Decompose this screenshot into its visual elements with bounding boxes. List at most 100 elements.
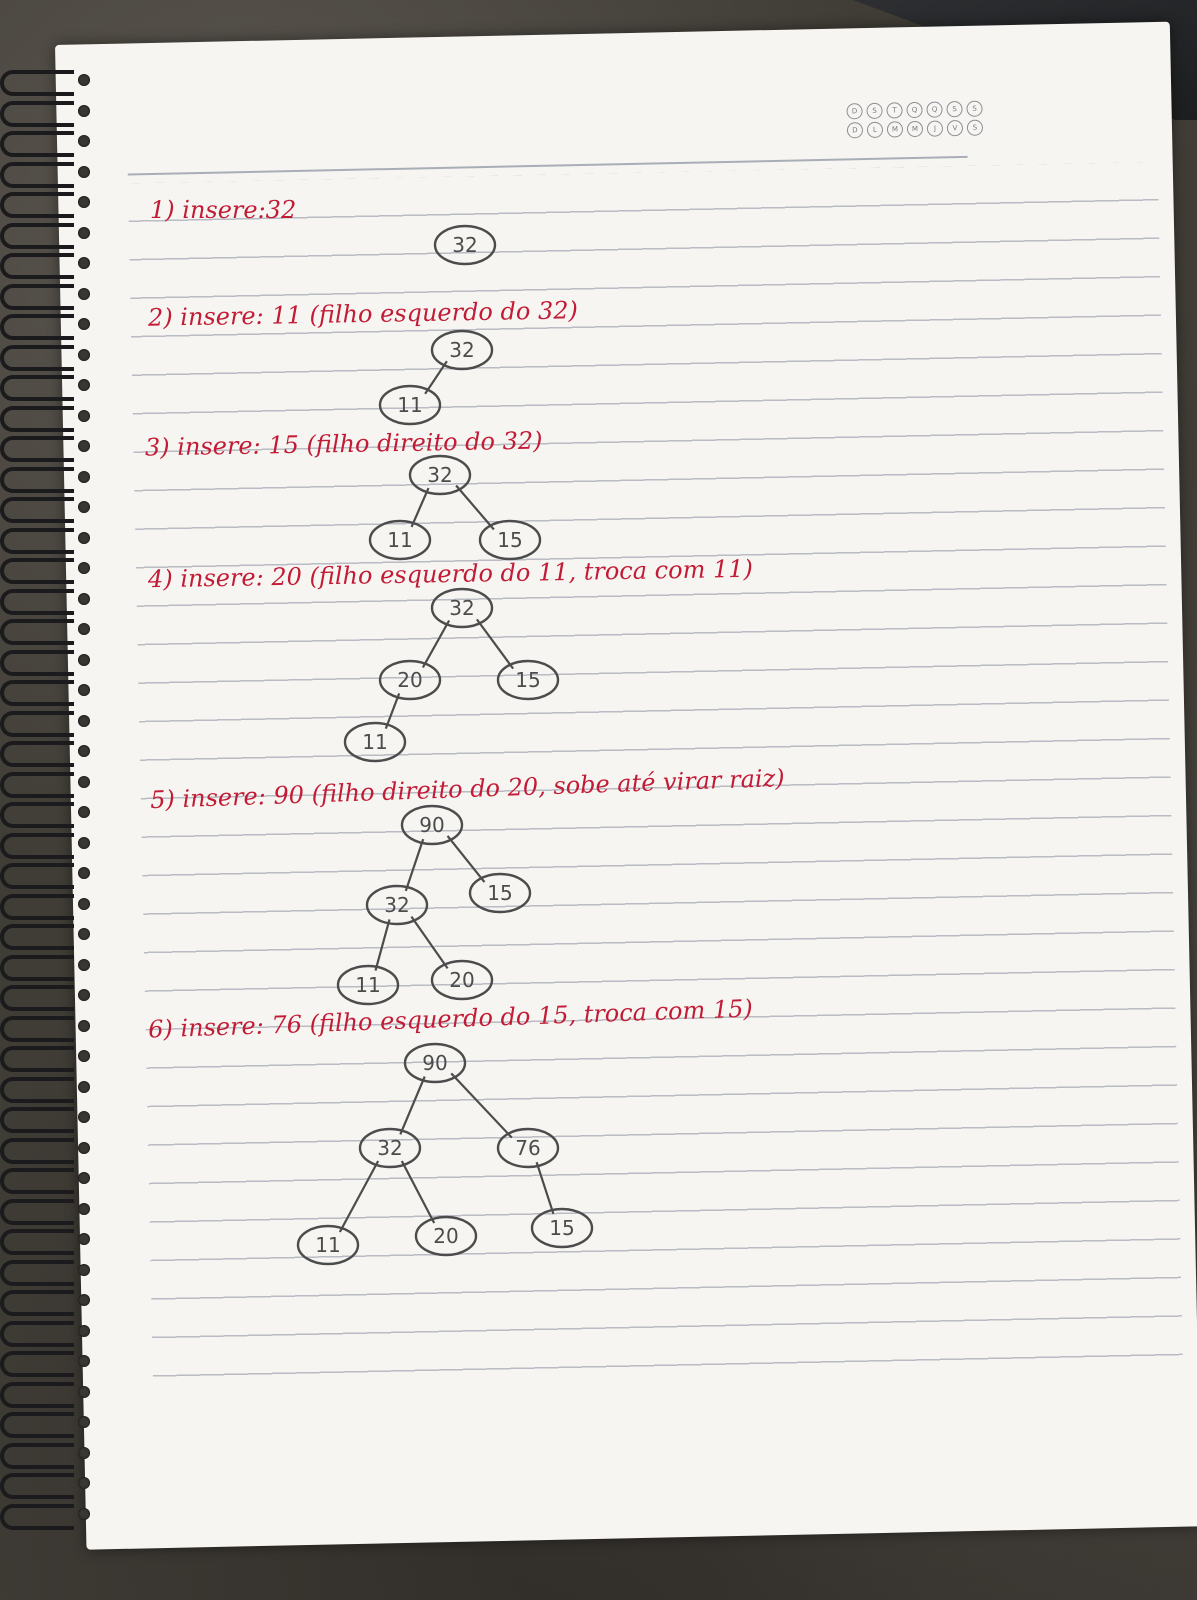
tree-node-circle (496, 1127, 560, 1169)
tree-edge (374, 919, 391, 971)
punch-hole (78, 257, 90, 269)
spiral-ring (0, 314, 74, 340)
tree-node-circle (378, 384, 442, 426)
punch-hole (78, 74, 90, 86)
tree-edge (404, 838, 425, 892)
spiral-ring (0, 344, 74, 371)
punch-hole (78, 104, 90, 117)
tree-node-label: 15 (549, 1216, 574, 1240)
punch-hole (78, 623, 90, 635)
punch-hole (78, 226, 90, 239)
punch-hole (78, 867, 90, 879)
punch-hole (78, 1446, 90, 1459)
punch-hole (78, 684, 90, 696)
punch-hole (78, 501, 90, 513)
tree-node-label: 32 (384, 893, 409, 917)
spiral-ring (0, 497, 74, 523)
punch-hole (78, 1263, 90, 1276)
tree-node-label: 32 (449, 338, 474, 362)
tree-node-circle (336, 964, 400, 1006)
tree-node-circle (400, 804, 464, 846)
tree-node-label: 11 (397, 393, 422, 417)
spiral-ring (0, 283, 74, 310)
spiral-ring (0, 436, 74, 462)
tree-node-label: 32 (377, 1136, 402, 1160)
punch-hole (78, 318, 90, 330)
tree-node-label: 32 (427, 463, 452, 487)
tree-node-label: 90 (422, 1051, 447, 1075)
spiral-ring (0, 1351, 74, 1377)
tree-node-circle (365, 884, 429, 926)
spiral-ring (0, 954, 74, 981)
punch-hole (78, 165, 90, 178)
punch-hole (78, 1385, 90, 1398)
tree-node-circle (430, 329, 494, 371)
tree-edge (338, 1160, 380, 1233)
punch-hole (78, 196, 90, 208)
spiral-ring (0, 924, 74, 950)
punch-hole (78, 287, 90, 300)
spiral-ring (0, 1046, 74, 1072)
spiral-ring (0, 1442, 74, 1469)
punch-hole (78, 1355, 90, 1367)
tree-node-label: 32 (452, 233, 477, 257)
punch-hole (78, 1477, 90, 1489)
punch-hole (78, 958, 90, 971)
tree-node-label: 11 (387, 528, 412, 552)
spiral-ring (0, 70, 74, 96)
punch-hole (78, 928, 90, 940)
tree-node-circle (403, 1042, 467, 1084)
spiral-ring (0, 161, 74, 188)
spiral-ring (0, 802, 74, 828)
tree-edge (384, 693, 401, 729)
spiral-ring (0, 527, 74, 554)
tree-edge (424, 360, 448, 395)
tree-node-circle (368, 519, 432, 561)
spiral-ring (0, 1381, 74, 1408)
tree-node-circle (378, 659, 442, 701)
punch-hole (78, 440, 90, 452)
spiral-ring (0, 588, 74, 615)
step-1-text: 1) insere:32 (150, 196, 297, 224)
punch-hole (78, 897, 90, 910)
tree-edge (399, 1076, 426, 1135)
punch-hole (78, 348, 90, 361)
tree-node-label: 90 (419, 813, 444, 837)
punch-hole (78, 1050, 90, 1062)
spiral-ring (0, 1229, 74, 1255)
spiral-ring (0, 558, 74, 584)
punch-hole (78, 409, 90, 422)
punch-hole (78, 1324, 90, 1337)
heap-tree-step-3: 32 11 15 (368, 454, 542, 561)
heap-tree-step-1: 32 (433, 224, 497, 266)
spiral-ring (0, 1168, 74, 1194)
punch-hole (78, 653, 90, 666)
tree-node-label: 15 (487, 881, 512, 905)
spiral-ring (0, 1107, 74, 1133)
spiral-ring (0, 100, 74, 127)
spiral-ring (0, 619, 74, 645)
tree-node-circle (433, 224, 497, 266)
punch-hole (78, 775, 90, 788)
spiral-ring (0, 680, 74, 706)
tree-node-label: 15 (497, 528, 522, 552)
tree-node-circle (430, 959, 494, 1001)
spiral-ring (0, 771, 74, 798)
spiral-ring (0, 893, 74, 920)
punch-hole (78, 562, 90, 574)
tree-node-label: 11 (362, 730, 387, 754)
tree-node-circle (530, 1207, 594, 1249)
spiral-ring (0, 1198, 74, 1225)
tree-edge (446, 835, 486, 883)
punch-hole (78, 806, 90, 818)
tree-node-circle (414, 1215, 478, 1257)
tree-node-circle (343, 721, 407, 763)
spiral-ring (0, 131, 74, 157)
spiral-ring (0, 832, 74, 859)
punch-hole (78, 1294, 90, 1306)
tree-node-label: 20 (449, 968, 474, 992)
tree-node-circle (468, 872, 532, 914)
